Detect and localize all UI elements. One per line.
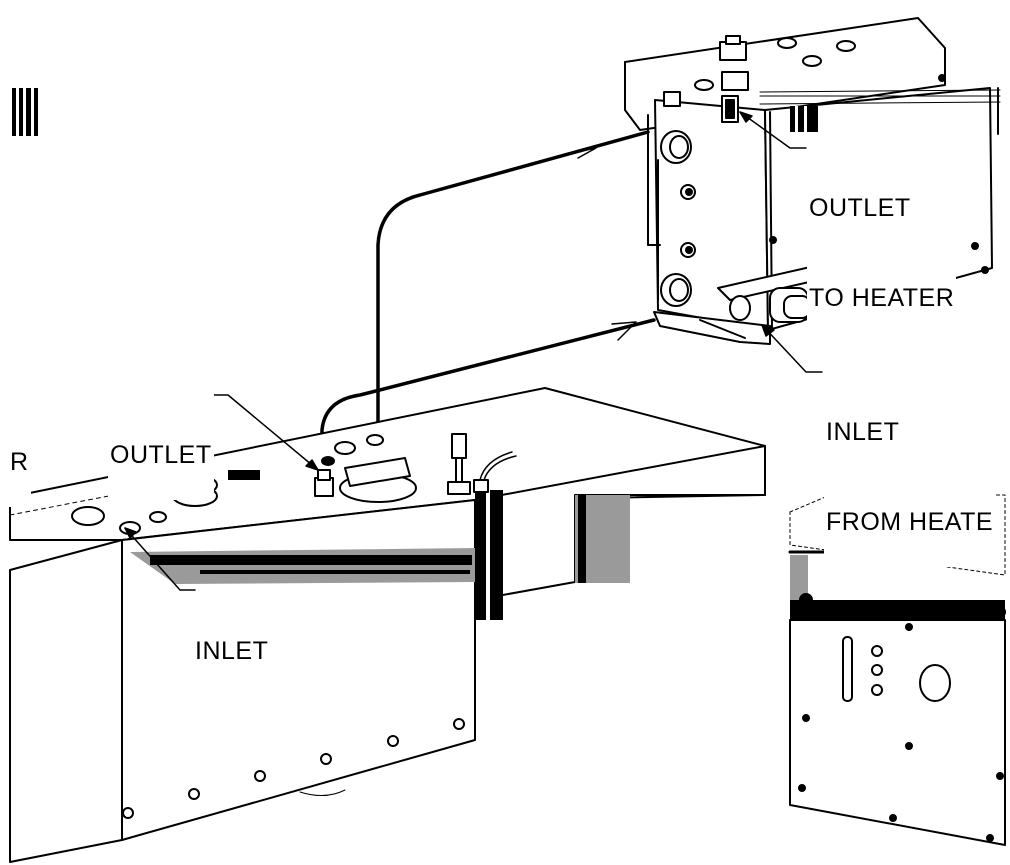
pipe-outlet-to-heater: [376, 130, 650, 497]
label-inlet: INLET: [193, 576, 270, 696]
heater-top-hole: [694, 79, 714, 91]
label-outlet-text: OUTLET: [110, 441, 212, 469]
label-left-fragment: R: [8, 387, 31, 507]
leader-inlet: [124, 527, 196, 591]
label-outlet-to-heater-line2: TO HEATER: [809, 284, 955, 312]
heater-top-hole: [802, 55, 822, 67]
tank-cap: [339, 457, 417, 503]
tank-wire-connector: [473, 451, 517, 493]
tank-level-sensor: [447, 433, 471, 495]
heater-front-port-lower: [660, 273, 692, 307]
tank-shaded-band: [130, 548, 475, 584]
left-edge-stripes: [12, 88, 38, 136]
label-inlet-from-heater-line1: INLET: [826, 418, 900, 446]
label-outlet-to-heater: OUTLET TO HEATER: [807, 133, 957, 343]
pipe-inlet-from-heater: [320, 318, 656, 474]
leader-inlet-from-heater: [761, 324, 823, 373]
label-outlet-to-heater-line1: OUTLET: [809, 194, 911, 222]
label-outlet: OUTLET: [108, 380, 214, 500]
label-left-fragment-text: R: [10, 448, 29, 476]
label-inlet-from-heater-line2: FROM HEATE: [826, 508, 994, 536]
tank-bolt-row: [122, 718, 465, 819]
label-inlet-from-heater: INLET FROM HEATE: [824, 357, 996, 567]
heater-top-hole: [777, 37, 797, 49]
heater-top-fitting: [719, 35, 749, 91]
heater-front-bolt: [680, 184, 696, 200]
tank-outlet-fitting: [314, 469, 334, 497]
label-inlet-text: INLET: [195, 637, 269, 665]
leader-outlet: [209, 394, 319, 471]
tank-left-face: [9, 539, 123, 863]
heater-front-bolt: [680, 242, 696, 258]
heater-front-port-upper: [660, 130, 692, 164]
heater-outlet-fitting: [721, 95, 739, 123]
heater-top-hole: [836, 40, 856, 52]
leader-outlet-to-heater: [739, 111, 807, 149]
tank: [9, 387, 766, 863]
